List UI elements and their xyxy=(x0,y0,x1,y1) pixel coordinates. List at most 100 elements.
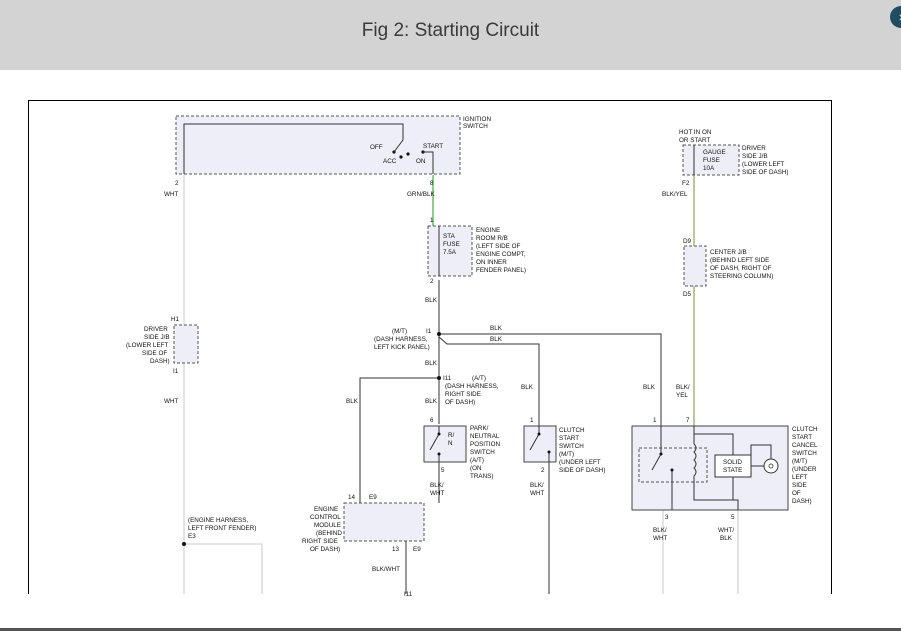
diagram-label: SIDE J/B xyxy=(742,153,768,160)
diagram-label: SIDE xyxy=(792,482,807,489)
diagram-label: HOT IN ON xyxy=(679,129,712,136)
splice-i1 xyxy=(437,332,441,336)
diagram-label: YEL xyxy=(676,392,688,399)
diagram-label: I1 xyxy=(173,368,179,375)
diagram-label: 1 xyxy=(430,217,434,224)
diagram-label: OR START xyxy=(679,137,710,144)
diagram-label: SWITCH xyxy=(463,123,488,130)
diagram-label: BLK/ xyxy=(676,384,690,391)
ignition-switch-box xyxy=(175,115,461,175)
clutch-start-switch xyxy=(523,425,557,463)
diagram-label: 13 xyxy=(392,546,400,553)
diagram-label: START xyxy=(792,434,812,441)
diagram-label: (A/T) xyxy=(470,457,484,464)
diagram-label: (LEFT SIDE OF xyxy=(476,243,520,250)
diagram-label: 8 xyxy=(430,180,434,187)
diagram-label: LEFT KICK PANEL) xyxy=(374,344,430,351)
relay-coil xyxy=(693,426,739,510)
driver-side-jb-left xyxy=(173,324,199,364)
diagram-label: 1 xyxy=(653,417,657,424)
diagram-label: FUSE xyxy=(703,157,720,164)
diagram-frame xyxy=(28,100,832,594)
diagram-label: (BEHIND LEFT SIDE xyxy=(710,257,769,264)
diagram-label: SIDE OF DASH) xyxy=(742,169,789,176)
diagram-label: LEFT FRONT FENDER) xyxy=(188,525,256,532)
diagram-label: TRANS) xyxy=(470,473,493,480)
diagram-label: IGNITION xyxy=(463,116,491,123)
diagram-label: WHT xyxy=(164,398,178,405)
diagram-label: STEERING COLUMN) xyxy=(710,273,773,280)
diagram-label: BLK xyxy=(425,398,438,405)
diagram-label: (DASH HARNESS, xyxy=(445,383,499,390)
diagram-label: OF DASH) xyxy=(445,399,475,406)
diagram-label: OF DASH, RIGHT OF xyxy=(710,265,772,272)
diagram-label: BLK xyxy=(490,325,503,332)
diagram-label: (M/T) xyxy=(792,458,807,465)
diagram-label: SWITCH xyxy=(470,449,495,456)
diagram-label: 2 xyxy=(175,180,179,187)
diagram-label: ON INNER xyxy=(476,259,507,266)
diagram-label: BLK/ xyxy=(530,482,544,489)
diagram-label: BLK/WHT xyxy=(372,566,400,573)
engine-harness-wire xyxy=(184,543,263,594)
diagram-label: RIGHT SIDE xyxy=(302,538,338,545)
diagram-label: FUSE xyxy=(443,241,460,248)
diagram-label: WHT/ xyxy=(718,527,734,534)
diagram-label: SWITCH xyxy=(792,450,817,457)
diagram-label: CENTER J/B xyxy=(710,249,747,256)
diagram-label: (M/T) xyxy=(392,328,407,335)
center-jb xyxy=(683,245,707,287)
figure-title: Fig 2: Starting Circuit xyxy=(361,20,540,41)
diagram-label: STA xyxy=(443,233,456,240)
diagram-label: WHT xyxy=(164,191,178,198)
diagram-label: 10A xyxy=(703,165,715,172)
diagram-label: SWITCH xyxy=(463,123,488,130)
park-neutral-switch xyxy=(423,425,467,463)
diagram-label: DASH) xyxy=(792,498,812,505)
diagram-label: STATE xyxy=(723,467,742,474)
diagram-label: BLK xyxy=(425,297,438,304)
diagram-label: OFF xyxy=(370,144,383,151)
diagram-label: I11 xyxy=(404,591,413,598)
diagram-label: GRN/BLK xyxy=(407,191,435,198)
diagram-label: OF xyxy=(792,490,801,497)
diagram-label: D9 xyxy=(683,238,692,245)
diagram-label: BLK/ xyxy=(430,482,444,489)
diagram-label: (UNDER xyxy=(792,466,817,473)
diagram-label: 3 xyxy=(665,514,669,521)
diagram-label: CONTROL xyxy=(310,514,341,521)
diagram-label: MODULE xyxy=(314,522,341,529)
splice-i11 xyxy=(437,376,441,380)
diagram-label: E9 xyxy=(369,494,377,501)
diagram-label: (M/T) xyxy=(559,451,574,458)
diagram-label: PARK/ xyxy=(470,425,489,432)
diagram-label: (UNDER LEFT xyxy=(559,459,601,466)
splice-e3 xyxy=(182,542,186,546)
sta-fuse-box xyxy=(427,225,473,277)
diagram-label: N xyxy=(448,440,453,447)
diagram-label: SOLID xyxy=(723,459,742,466)
diagram-label: ENGINE COMPT, xyxy=(476,251,526,258)
diagram-label: OF DASH) xyxy=(310,546,340,553)
diagram-label: BLK/YEL xyxy=(662,191,688,198)
diagram-label: WHT xyxy=(653,535,667,542)
diagram-label: SIDE OF xyxy=(142,350,167,357)
diagram-label: BLK xyxy=(490,336,503,343)
bottom-divider xyxy=(0,628,901,631)
diagram-label: CANCEL xyxy=(792,442,818,449)
diagram-label: GAUGE xyxy=(703,149,726,156)
chevron-icon[interactable]: › xyxy=(890,6,901,28)
diagram-label: ENGINE xyxy=(476,227,500,234)
diagram-label: DRIVER xyxy=(742,145,766,152)
gauge-fuse-box xyxy=(682,144,740,176)
diagram-label: 5 xyxy=(731,514,735,521)
diagram-label: D5 xyxy=(683,291,692,298)
diagram-label: F2 xyxy=(682,180,690,187)
blk-wire-to-clutch xyxy=(438,336,540,426)
diagram-label: BLK/ xyxy=(653,527,667,534)
diagram-label: (BEHIND xyxy=(316,530,342,537)
diagram-label: WHT xyxy=(530,490,544,497)
solid-state-wiring xyxy=(750,444,772,467)
diagram-label: BLK xyxy=(521,384,534,391)
diagram-label: LEFT xyxy=(792,474,808,481)
